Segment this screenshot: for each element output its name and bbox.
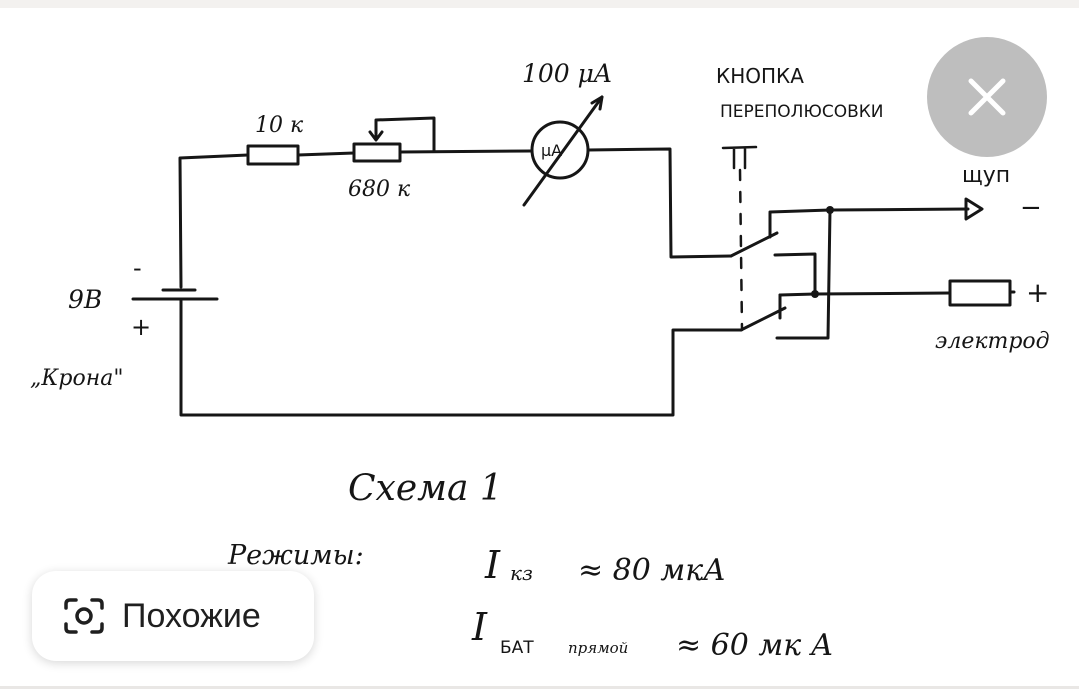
close-icon: [968, 78, 1006, 116]
switch-upper-contact: [768, 207, 970, 214]
wire-meter-right: [586, 147, 733, 259]
mode-2-formula: I БАТ прямой ≈ 60 мк А: [471, 605, 833, 663]
wire-to-meter: [398, 149, 533, 154]
battery-minus: -: [133, 254, 142, 282]
similar-images-label: Похожие: [122, 596, 261, 635]
battery-voltage: 9В: [68, 285, 102, 314]
button-linkage: [738, 168, 744, 332]
probe-label: щуп: [962, 163, 1010, 188]
wire-top-mid: [296, 151, 356, 157]
electrode-polarity: +: [1026, 276, 1049, 309]
battery-plus: +: [131, 313, 151, 341]
electrode-label: электрод: [935, 329, 1050, 354]
close-button[interactable]: [927, 37, 1047, 157]
potentiometer-wiper: [374, 116, 436, 153]
meter-arrow: [522, 95, 604, 207]
resistor-680k-label: 680 к: [348, 177, 411, 202]
button-symbol-stroke: [721, 145, 758, 170]
switch-upper-lower-contact: [773, 252, 817, 295]
resistor-680k: [352, 142, 402, 163]
meter-range-label: 100 μA: [522, 59, 612, 88]
mode-2-value: ≈ 60 мк А: [676, 628, 833, 663]
switch-lower-blade: [739, 306, 787, 332]
battery-name: „Крона": [30, 366, 123, 391]
mode-1-subscript: кз: [510, 561, 533, 585]
mode-1-symbol: I: [484, 543, 501, 587]
probe-arrow: [964, 197, 984, 221]
mode-1-value: ≈ 80 мкА: [578, 553, 726, 588]
button-title-2: ПЕРЕПОЛЮСОВКИ: [720, 102, 884, 122]
top-strip: [0, 0, 1079, 8]
resistor-10k: [246, 144, 300, 166]
wire-top-left: [178, 153, 250, 289]
electrode-element: [948, 279, 1012, 307]
button-title-1: КНОПКА: [716, 64, 804, 88]
mode-2-subscript-2: прямой: [568, 639, 628, 657]
meter-symbol-label: μA: [541, 141, 562, 160]
switch-lower-return: [775, 208, 832, 340]
mode-1-formula: I кз ≈ 80 мкА: [484, 543, 726, 588]
modes-label: Режимы:: [227, 540, 364, 571]
schematic-caption: Схема 1: [348, 468, 503, 509]
resistor-10k-label: 10 к: [255, 113, 304, 138]
similar-images-button[interactable]: Похожие: [32, 571, 314, 661]
mode-2-symbol: I: [471, 605, 488, 649]
bottom-strip: [0, 686, 1079, 689]
camera-lens-icon: [64, 598, 104, 634]
mode-2-subscript: БАТ: [500, 638, 534, 658]
probe-polarity: −: [1020, 193, 1042, 223]
switch-lower-contact: [778, 291, 952, 297]
wire-bottom-right: [179, 320, 743, 417]
